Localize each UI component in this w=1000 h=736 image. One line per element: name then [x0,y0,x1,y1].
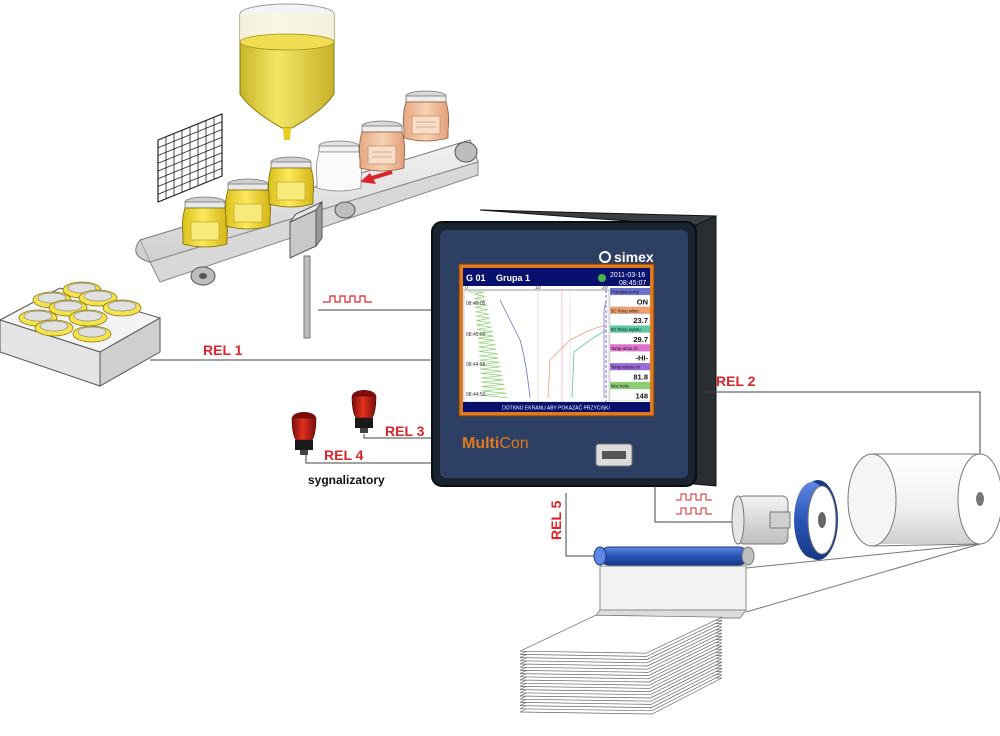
scale-10: 10 [535,285,541,291]
channel-name: Temp wlotu ch [611,346,638,351]
channel-value: ON [637,297,648,306]
model-logo: MultiCon [462,435,529,452]
channel-row[interactable]: 5C Temp wylotu 29.7 [609,325,651,345]
paper-roll [847,453,1000,547]
device-screen[interactable]: G 01 Grupa 1 2011-03-16 08:45:07 0 10 20… [458,263,655,417]
time-label: 08:45:00 [466,332,486,338]
channel-name: 5C Temp wlotu [611,308,639,313]
channel-value: 148 [635,391,648,400]
channel-name: 5C Temp wylotu [611,327,641,332]
jar-crate [0,281,162,387]
rel5-label: REL 5 [548,500,564,540]
encoder-pulse-signal [676,493,712,515]
paper-stack [519,614,723,715]
rel4-wire [305,455,432,464]
channel-row[interactable]: Temp wylotu ch 81.8 [609,363,651,383]
paper-web-top [745,543,981,569]
rel4-label: REL 4 [324,447,364,463]
screen-date: 2011-03-16 [610,272,645,279]
rel2-wire [704,391,981,460]
paper-web-bottom [745,543,981,613]
screen-footer-hint: DOTKNIJ EKRANU ABY POKAZAĆ PRZYCISKI [502,405,610,412]
channel-name: Temp wylotu ch [611,365,641,370]
moc-kotla-trace [468,291,508,398]
channel-value: 23.7 [633,316,648,325]
channel-value: 29.7 [633,335,648,344]
sensor [289,200,323,339]
scale-20: 20 [602,285,608,291]
channel-value: -HI- [636,354,649,363]
signal-beacon-rel3 [351,390,377,433]
model-logo-con: Con [499,435,528,452]
signal-beacon-rel4 [291,412,317,455]
feed-roller [593,546,755,619]
model-logo-multi: Multi [462,435,499,452]
channel-name: Przepływ porcji [611,290,639,295]
mesh-screen [157,113,223,203]
rel3-wire [363,434,432,439]
rel3-label: REL 3 [385,423,425,439]
status-led [598,274,606,282]
scale-0: 0 [465,285,468,291]
encoder-wire [654,486,736,523]
brand-icon [599,251,611,263]
group-name: Grupa 1 [496,273,530,283]
screen-time: 08:45:07 [619,280,646,287]
channel-row[interactable]: Temp wlotu ch -HI- [609,344,651,364]
motor-encoder [731,480,838,560]
sensor-pulse-signal [323,295,372,303]
trend-plot: 0 10 20 08:45:05 08:45:00 08:44:55 08:44… [463,285,610,403]
channel-name: Moc kotła [611,384,630,389]
time-label: 08:44:50 [466,392,486,398]
rel2-label: REL 2 [716,373,756,389]
rel5-wire [565,493,610,557]
time-label: 08:44:55 [466,362,486,368]
channel-row[interactable]: 5C Temp wlotu 23.7 [609,306,651,326]
brand-logo: simex [614,249,654,265]
group-id: G 01 [466,273,486,283]
channel-value: 81.8 [633,373,648,382]
filling-funnel [239,3,335,140]
rel1-label: REL 1 [203,342,243,358]
paper-sheet [519,614,723,654]
signalers-caption: sygnalizatory [308,473,385,487]
time-label: 08:45:05 [466,301,486,307]
channel-row[interactable]: Moc kotła 148 [609,382,651,402]
